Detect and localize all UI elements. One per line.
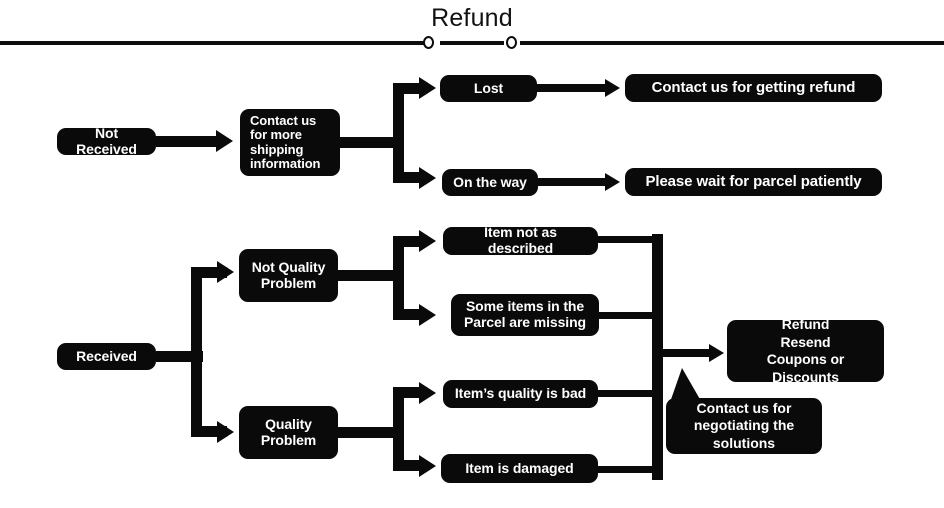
connector-bus-received <box>191 269 202 437</box>
connector-split-to-quality-bad <box>393 387 427 398</box>
arrow-head-icon <box>709 344 724 362</box>
connector-issue1-to-merge <box>598 236 659 243</box>
connector-issue2-to-merge <box>599 312 659 319</box>
node-item-quality-bad[interactable]: Item’s quality is bad <box>443 380 598 408</box>
page-title: Refund <box>431 4 513 32</box>
circle-marker-icon <box>423 36 434 49</box>
connector-not-quality-to-bus <box>338 270 404 281</box>
arrow-head-icon <box>419 382 436 404</box>
arrow-head-icon <box>605 173 620 191</box>
connector-contact-to-bus <box>340 137 404 148</box>
connector-merge-bus <box>652 234 663 480</box>
node-on-the-way[interactable]: On the way <box>442 169 538 196</box>
connector-bus-not-quality-split <box>393 238 404 320</box>
arrow-head-icon <box>217 421 234 443</box>
connector-received-to-bus <box>156 351 203 362</box>
node-not-received[interactable]: Not Received <box>57 125 156 156</box>
arrow-head-icon <box>419 77 436 99</box>
node-item-damaged[interactable]: Item is damaged <box>441 454 598 483</box>
header-rule-left <box>0 41 424 45</box>
connector-merge-to-resolution <box>652 349 715 357</box>
arrow-head-icon <box>605 79 620 97</box>
connector-split-to-item-not-described <box>393 236 427 247</box>
connector-bus-to-on-the-way <box>393 172 427 183</box>
arrow-head-icon <box>419 304 436 326</box>
arrow-head-icon <box>419 230 436 252</box>
node-please-wait[interactable]: Please wait for parcel patiently <box>625 168 882 196</box>
connector-quality-to-bus <box>338 427 404 438</box>
connector-split-to-item-damaged <box>393 460 427 471</box>
arrow-head-icon <box>216 130 233 152</box>
connector-bus-not-received <box>393 85 404 183</box>
header-rule-middle <box>440 41 504 45</box>
arrow-head-icon <box>419 455 436 477</box>
node-item-not-as-described[interactable]: Item not as described <box>443 224 598 256</box>
circle-marker-icon <box>506 36 517 49</box>
arrow-head-icon <box>419 167 436 189</box>
arrow-head-icon <box>217 261 234 283</box>
connector-split-to-items-missing <box>393 309 427 320</box>
connector-lost-to-refund <box>537 84 609 92</box>
connector-on-the-way-to-wait <box>538 178 609 186</box>
connector-issue3-to-merge <box>598 390 659 397</box>
header-rule-right <box>520 41 944 45</box>
connector-issue4-to-merge <box>598 466 659 473</box>
connector-not-received-to-contact <box>156 136 218 147</box>
connector-bus-to-lost <box>393 83 427 94</box>
node-lost[interactable]: Lost <box>440 75 537 102</box>
connector-bus-quality-split <box>393 389 404 471</box>
connector-bus-to-quality <box>191 426 227 437</box>
node-received[interactable]: Received <box>57 343 156 370</box>
node-contact-for-refund[interactable]: Contact us for getting refund <box>625 74 882 102</box>
connector-bus-to-not-quality <box>191 267 227 278</box>
